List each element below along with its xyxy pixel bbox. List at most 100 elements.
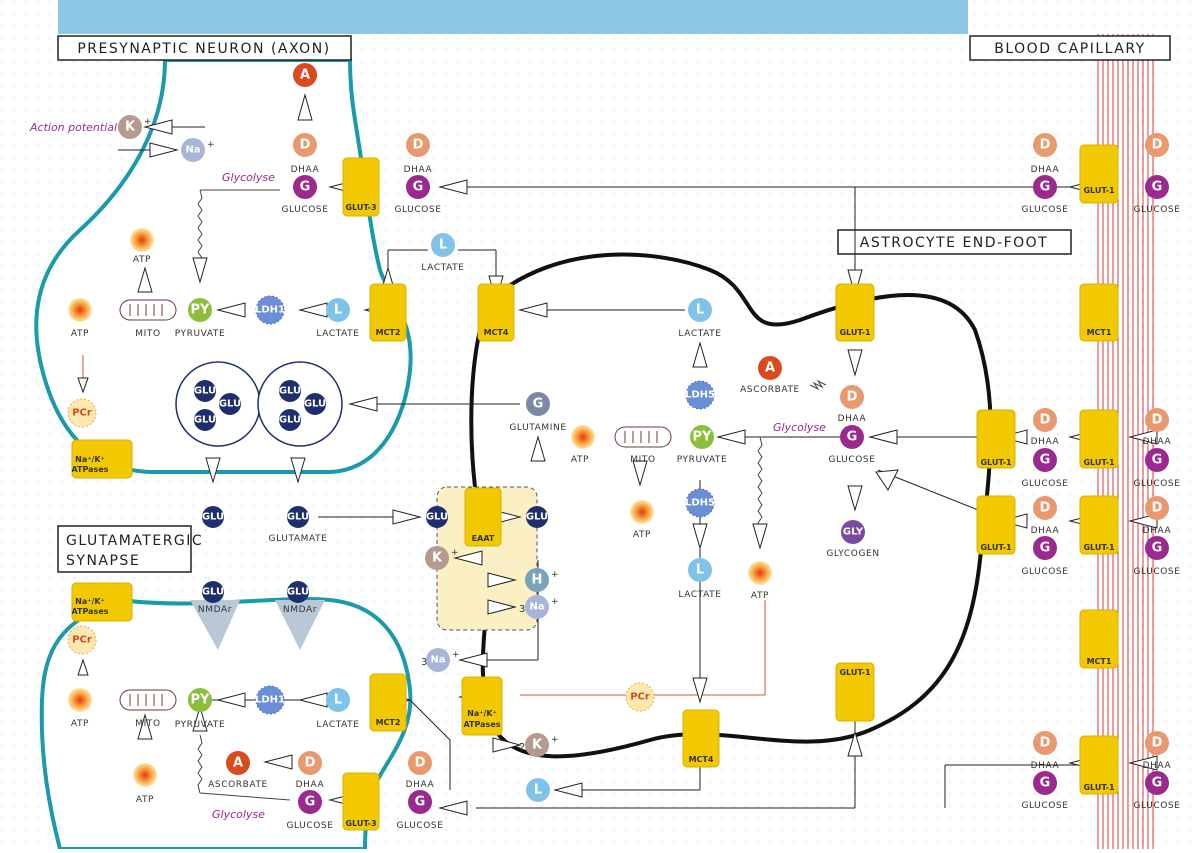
svg-text:+: +: [451, 548, 459, 558]
potassium-eaat: K +: [425, 546, 459, 570]
svg-text:GLU: GLU: [279, 415, 301, 426]
svg-text:D: D: [300, 138, 311, 153]
lactate-astrocyte-low: L LACTATE: [678, 558, 721, 600]
svg-text:ATPases: ATPases: [71, 607, 108, 616]
svg-text:3: 3: [421, 657, 427, 668]
glut1-capillary-low: GLUT-1: [1079, 495, 1119, 555]
svg-text:LACTATE: LACTATE: [316, 720, 359, 730]
lactate-axon: L LACTATE: [316, 298, 359, 339]
atpase-astrocyte: Na⁺/K⁺ ATPases: [461, 676, 503, 736]
astrocyte-membrane: [469, 252, 993, 759]
svg-text:GLUCOSE: GLUCOSE: [1133, 205, 1180, 215]
dhaa-glucose-cap-bottom-1: D DHAA G GLUCOSE: [1021, 731, 1068, 811]
svg-text:Na: Na: [430, 655, 445, 666]
svg-text:PCr: PCr: [630, 692, 650, 703]
mito-astrocyte: MITO: [614, 426, 672, 465]
svg-text:DHAA: DHAA: [404, 165, 433, 175]
dhaa-glucose-astrocyte: D DHAA G GLUCOSE: [828, 385, 875, 465]
top-band: [58, 0, 968, 34]
svg-text:+: +: [551, 597, 559, 607]
svg-text:PCr: PCr: [72, 635, 92, 646]
svg-text:GLU: GLU: [279, 386, 301, 397]
svg-text:PYRUVATE: PYRUVATE: [175, 329, 226, 339]
svg-text:Na⁺/K⁺: Na⁺/K⁺: [75, 455, 105, 464]
dhaa-glucose-cap-mid-2: D DHAA G GLUCOSE: [1133, 408, 1180, 489]
svg-text:PY: PY: [191, 693, 211, 708]
svg-text:GLUT-1: GLUT-1: [1083, 458, 1114, 467]
glut1-capillary-top: GLUT-1: [1079, 144, 1119, 204]
svg-text:+: +: [551, 570, 559, 580]
svg-text:GLUT-3: GLUT-3: [345, 819, 376, 828]
mct4-transporter-top: MCT4: [477, 283, 515, 342]
eaat-region: [436, 486, 538, 631]
svg-text:DHAA: DHAA: [1143, 526, 1172, 536]
svg-text:A: A: [300, 68, 310, 83]
svg-text:G: G: [1152, 541, 1163, 556]
dhaa-glucose-capillary-left-top: D DHAA G GLUCOSE: [1021, 133, 1068, 215]
svg-text:L: L: [696, 303, 704, 318]
svg-text:GLUCOSE: GLUCOSE: [281, 205, 328, 215]
vesicle-right: [257, 361, 343, 447]
action-potential-label: Action potential: [29, 121, 117, 134]
svg-text:ATPases: ATPases: [71, 465, 108, 474]
svg-text:ATP: ATP: [633, 530, 651, 540]
svg-text:G: G: [847, 430, 858, 445]
svg-text:GLUCOSE: GLUCOSE: [1021, 567, 1068, 577]
pcr-icons: PCr PCr PCr: [67, 398, 655, 712]
svg-text:GLUCOSE: GLUCOSE: [394, 205, 441, 215]
mct4-transporter-bottom: MCT4: [682, 709, 720, 768]
dhaa-glucose-extracellular-bottom: D DHAA G GLUCOSE: [396, 751, 443, 831]
svg-text:DHAA: DHAA: [1143, 761, 1172, 771]
svg-text:GLU: GLU: [526, 512, 548, 523]
dhaa-glucose-extracellular-top: D DHAA G GLUCOSE: [394, 133, 441, 215]
svg-text:GLUTAMINE: GLUTAMINE: [509, 423, 566, 433]
mito-bottom: MITO: [119, 689, 177, 729]
svg-text:EAAT: EAAT: [472, 534, 495, 543]
glut1-capillary-mid: GLUT-1: [1079, 409, 1119, 469]
svg-text:MITO: MITO: [135, 719, 160, 729]
svg-text:Na: Na: [185, 145, 200, 156]
svg-text:DHAA: DHAA: [838, 414, 867, 424]
svg-text:K: K: [532, 738, 543, 753]
svg-text:D: D: [1152, 736, 1163, 751]
mct1-transporter-low: MCT1: [1079, 609, 1119, 669]
pathway-lines: [82, 126, 1080, 809]
svg-text:LDH1: LDH1: [255, 305, 285, 316]
svg-text:2: 2: [519, 742, 525, 753]
svg-text:GLYCOGEN: GLYCOGEN: [826, 549, 879, 559]
potassium-atpase: 2 K +: [519, 733, 559, 757]
svg-text:DHAA: DHAA: [291, 165, 320, 175]
glut1-astrocyte-mid: GLUT-1: [976, 409, 1016, 469]
svg-text:NMDAr: NMDAr: [198, 605, 232, 615]
svg-text:PYRUVATE: PYRUVATE: [175, 720, 226, 730]
svg-text:MITO: MITO: [135, 329, 160, 339]
ascorbate-bottom: A ASCORBATE: [208, 751, 267, 790]
svg-text:GLUT-1: GLUT-1: [980, 543, 1011, 552]
sodium-axon: Na +: [181, 138, 215, 162]
svg-text:GLU: GLU: [426, 512, 448, 523]
lactate-astrocyte-top: L LACTATE: [678, 298, 721, 339]
glut3-transporter-bottom: GLUT-3: [342, 772, 380, 831]
svg-text:D: D: [1040, 138, 1051, 153]
proton-eaat: H +: [525, 568, 559, 592]
svg-text:GLUCOSE: GLUCOSE: [1021, 479, 1068, 489]
svg-text:L: L: [439, 238, 447, 253]
svg-text:3: 3: [519, 604, 525, 615]
glycolyse-dendrite-label: Glycolyse: [212, 808, 265, 821]
ldh-icons: LDH1 LDH5 LDH5 LDH1: [255, 295, 715, 715]
svg-text:GLUT-1: GLUT-1: [1083, 186, 1114, 195]
svg-text:D: D: [1040, 501, 1051, 516]
svg-text:L: L: [334, 303, 342, 318]
pyruvate-axon: PY PYRUVATE: [175, 298, 226, 339]
dhaa-glucose-capillary-right-top: D G GLUCOSE: [1133, 133, 1180, 215]
svg-text:ATP: ATP: [133, 255, 151, 265]
pyruvate-astrocyte: PY PYRUVATE: [677, 425, 727, 465]
svg-text:GLUT-1: GLUT-1: [839, 328, 870, 337]
mito-top: MITO: [119, 299, 177, 339]
svg-text:+: +: [144, 117, 152, 127]
svg-text:GLU: GLU: [194, 386, 216, 397]
svg-text:LDH5: LDH5: [685, 498, 715, 509]
svg-text:GLU: GLU: [194, 415, 216, 426]
glycolyse-axon-label: Glycolyse: [222, 171, 275, 184]
svg-text:G: G: [305, 795, 316, 810]
